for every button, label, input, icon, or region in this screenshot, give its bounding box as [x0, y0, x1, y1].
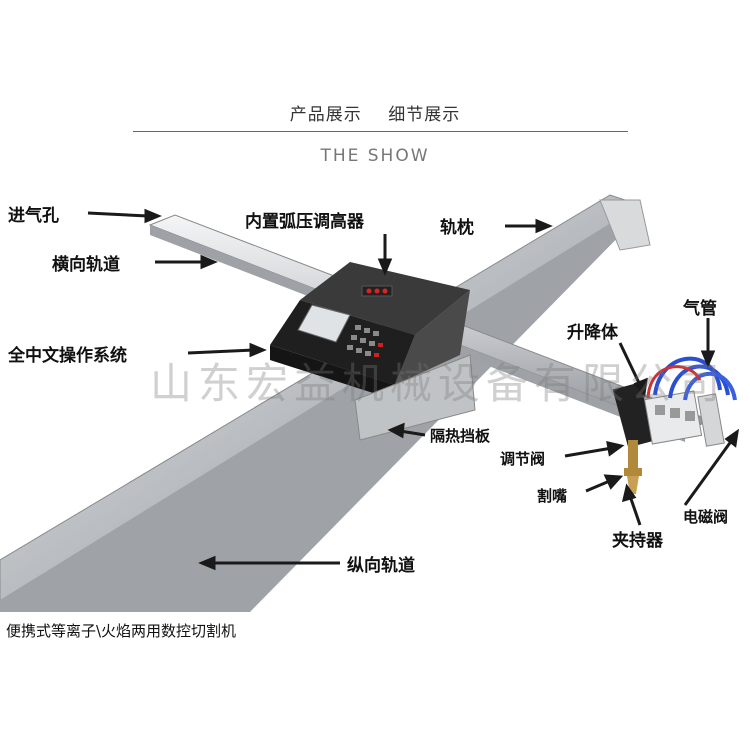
- label-heat-shield: 隔热挡板: [430, 427, 491, 445]
- header-tabs: 产品展示 细节展示: [0, 100, 750, 125]
- callout-arrows: [87, 208, 740, 571]
- header-divider: [133, 131, 628, 132]
- label-gas-pipe: 气管: [683, 299, 717, 319]
- label-regulating-valve: 调节阀: [500, 450, 546, 468]
- controller-box: [270, 262, 476, 441]
- label-transverse-rail: 横向轨道: [52, 255, 120, 275]
- tab-product-show[interactable]: 产品展示: [289, 105, 362, 125]
- label-air-inlet: 进气孔: [8, 206, 59, 226]
- label-chinese-system: 全中文操作系统: [8, 346, 127, 366]
- company-watermark: 山东宏益机械设备有限公司: [150, 359, 727, 408]
- label-arc-voltage-controller: 内置弧压调高器: [245, 212, 364, 232]
- label-holder: 夹持器: [612, 531, 663, 551]
- label-lifting-body: 升降体: [567, 323, 618, 343]
- torch-assembly: [612, 356, 737, 494]
- label-longitudinal-rail: 纵向轨道: [347, 556, 415, 576]
- product-photo: [0, 194, 740, 612]
- product-caption: 便携式等离子\火焰两用数控切割机: [6, 622, 237, 640]
- tab-detail-show[interactable]: 细节展示: [388, 105, 461, 125]
- section-subtitle: THE SHOW: [320, 146, 430, 166]
- label-cutting-nozzle: 割嘴: [537, 487, 568, 505]
- label-solenoid-valve: 电磁阀: [683, 508, 729, 526]
- label-rail-pillow: 轨枕: [440, 218, 474, 238]
